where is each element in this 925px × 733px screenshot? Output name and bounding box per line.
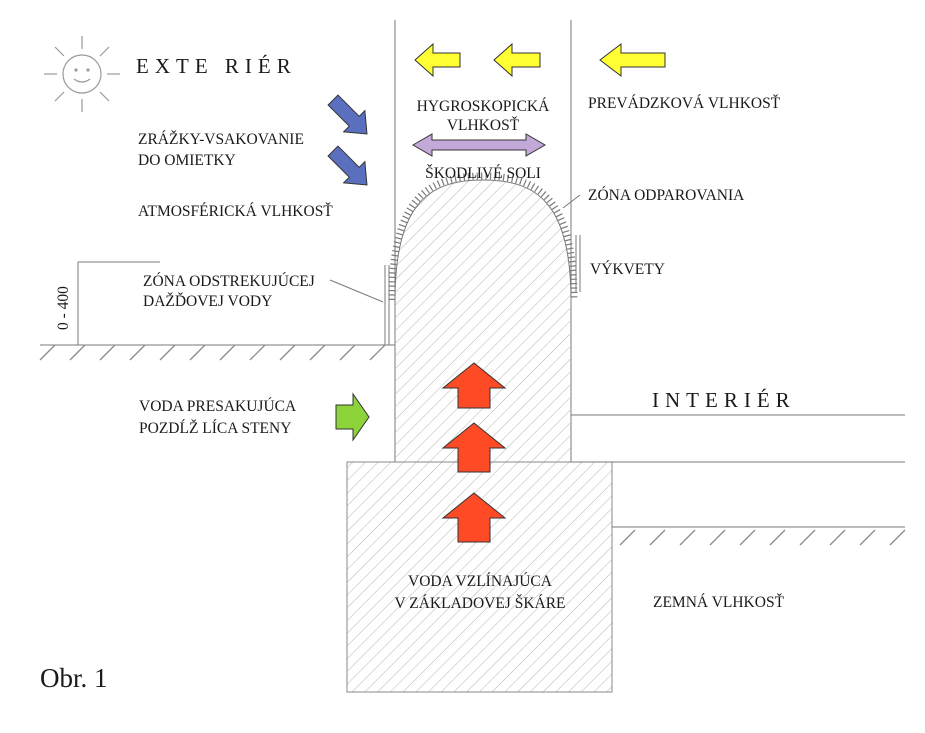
dimension-marker [77, 261, 160, 345]
exterior-ground [39, 344, 395, 361]
sun-icon [44, 36, 120, 112]
evaporation-zone-band [388, 172, 578, 301]
hygroscopic-label-line2: VLHKOSŤ [447, 117, 520, 134]
leader-evaporation-zone [562, 194, 581, 209]
arrow-left-icon [493, 42, 541, 78]
evaporation-zone-label: ZÓNA ODPAROVANIA [588, 187, 745, 204]
operating-moisture-label: PREVÁDZKOVÁ VLHKOSŤ [588, 95, 781, 112]
leader-splash-zone [329, 279, 384, 303]
arrow-down-right-icon [327, 94, 368, 135]
interior-floor [571, 414, 906, 546]
wet-zone-outline [394, 179, 572, 301]
arrow-down-right-icon [327, 145, 368, 186]
splash-zone-marks [384, 265, 390, 345]
efflorescence-label: VÝKVETY [590, 261, 665, 278]
seeping-water-label-line1: VODA PRESAKUJÚCA [139, 398, 297, 415]
arrow-left-icon [599, 42, 666, 78]
salts-label: ŠKODLIVÉ SOLI [425, 165, 541, 182]
efflorescence-marks [575, 235, 581, 292]
wall-hatched-zone [395, 180, 571, 462]
exterior-label: EXTE RIÉR [136, 54, 297, 78]
arrow-right-icon [335, 392, 370, 442]
splash-zone-label-line2: DAŽĎOVEJ VODY [143, 293, 272, 310]
arrow-up-icon [441, 492, 507, 543]
seeping-water-label-line2: POZDĹŽ LÍCA STENY [139, 420, 291, 437]
ground-moisture-label: ZEMNÁ VLHKOSŤ [653, 594, 785, 611]
rain-label-line1: ZRÁŽKY-VSAKOVANIE [138, 131, 304, 148]
atmospheric-moisture-label: ATMOSFÉRICKÁ VLHKOSŤ [138, 203, 333, 220]
hygroscopic-label-line1: HYGROSKOPICKÁ [417, 98, 550, 115]
interior-label: INTERIÉR [652, 388, 796, 412]
rising-water-label-line2: V ZÁKLADOVEJ ŠKÁRE [394, 595, 565, 612]
arrow-left-icon [414, 42, 461, 78]
arrow-up-icon [441, 362, 507, 409]
figure-caption: Obr. 1 [40, 663, 108, 693]
dimension-label: 0 - 400 [55, 286, 72, 330]
arrow-double-icon [412, 133, 546, 157]
rain-label-line2: DO OMIETKY [138, 152, 236, 169]
rising-water-label-line1: VODA VZLÍNAJÚCA [408, 573, 553, 590]
splash-zone-label-line1: ZÓNA ODSTREKUJÚCEJ [143, 273, 315, 290]
arrow-up-icon [441, 422, 507, 473]
